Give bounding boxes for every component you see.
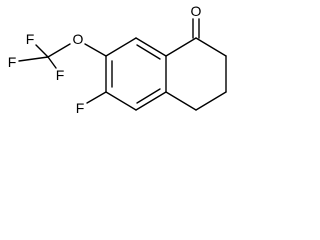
bond-c8-c7 (105, 37, 137, 57)
bond-c4-c4a (165, 91, 197, 111)
bond-c6-c5 (105, 91, 137, 111)
saturated-ring (165, 37, 227, 111)
bond-c1-c2 (195, 37, 227, 57)
substituent-bonds (18, 43, 107, 104)
atom-label-carbonyl-oxygen: O (191, 3, 202, 19)
atom-label-cf3-fluorine-left: F (8, 54, 17, 70)
aromatic-ring (105, 37, 167, 111)
bond-cf3-f-bottom (47, 56, 57, 69)
atom-label-ring-fluorine: F (76, 100, 85, 116)
bond-c8a-c8 (135, 37, 167, 57)
bond-oxygen-cf3 (47, 43, 71, 58)
chemical-structure: O O F F F F (8, 3, 227, 116)
bond-cf3-f-left (18, 56, 49, 62)
bond-c3-c4 (195, 91, 227, 111)
atom-label-cf3-fluorine-bottom: F (56, 67, 65, 83)
double-bond-inner-c5-c4a (136, 88, 161, 104)
bond-c7-oxygen (84, 43, 107, 57)
double-bond-inner-c8-c8a (136, 44, 161, 60)
bond-c6-fluorine (86, 91, 107, 104)
atom-label-cf3-fluorine-top: F (26, 31, 35, 47)
carbonyl-bond (192, 18, 200, 39)
atom-label-ether-oxygen: O (73, 31, 84, 47)
bond-c8a-c1 (165, 37, 197, 57)
bond-cf3-f-top (35, 44, 49, 58)
bond-c5-c4a (135, 91, 167, 111)
